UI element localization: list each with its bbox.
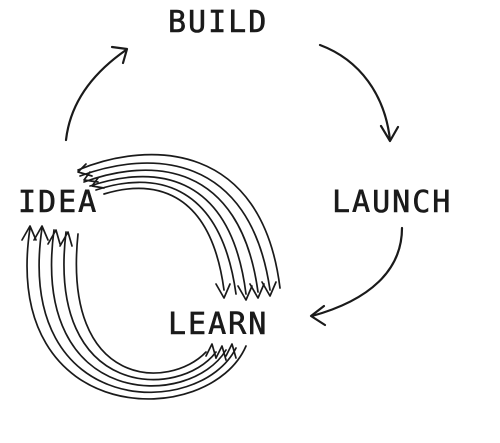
arrow-launch-to-learn [309, 226, 404, 327]
node-label-build: BUILD [168, 5, 268, 40]
arrow-idea-to-build [64, 45, 129, 142]
node-label-learn: LEARN [168, 307, 268, 342]
arrow-build-to-launch [318, 43, 400, 143]
node-label-launch: LAUNCH [332, 185, 452, 220]
node-label-idea: IDEA [18, 185, 98, 220]
arrows-learn-to-idea [21, 225, 247, 400]
arrows-idea-to-learn [77, 153, 281, 301]
